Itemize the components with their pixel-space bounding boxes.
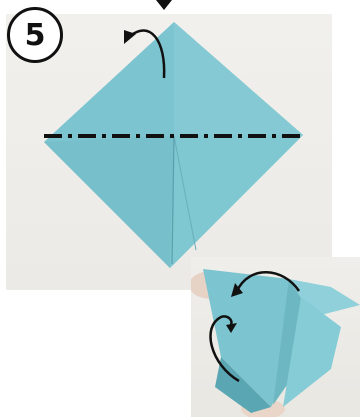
pointer-triangle-icon (156, 0, 172, 10)
step-photo-inset (191, 257, 360, 417)
fold-arrow-head-icon (226, 323, 237, 333)
step-number-badge: 5 (7, 7, 63, 63)
inset-paper-illustration (191, 269, 360, 417)
paper-flap (215, 357, 271, 413)
fold-arrow-icon (235, 271, 301, 292)
paper-flap (289, 279, 360, 317)
fold-arrow-head-icon (231, 283, 243, 297)
step-photo-top (6, 14, 332, 290)
fold-arrow-icon (209, 315, 240, 383)
paper-flap (283, 297, 341, 407)
